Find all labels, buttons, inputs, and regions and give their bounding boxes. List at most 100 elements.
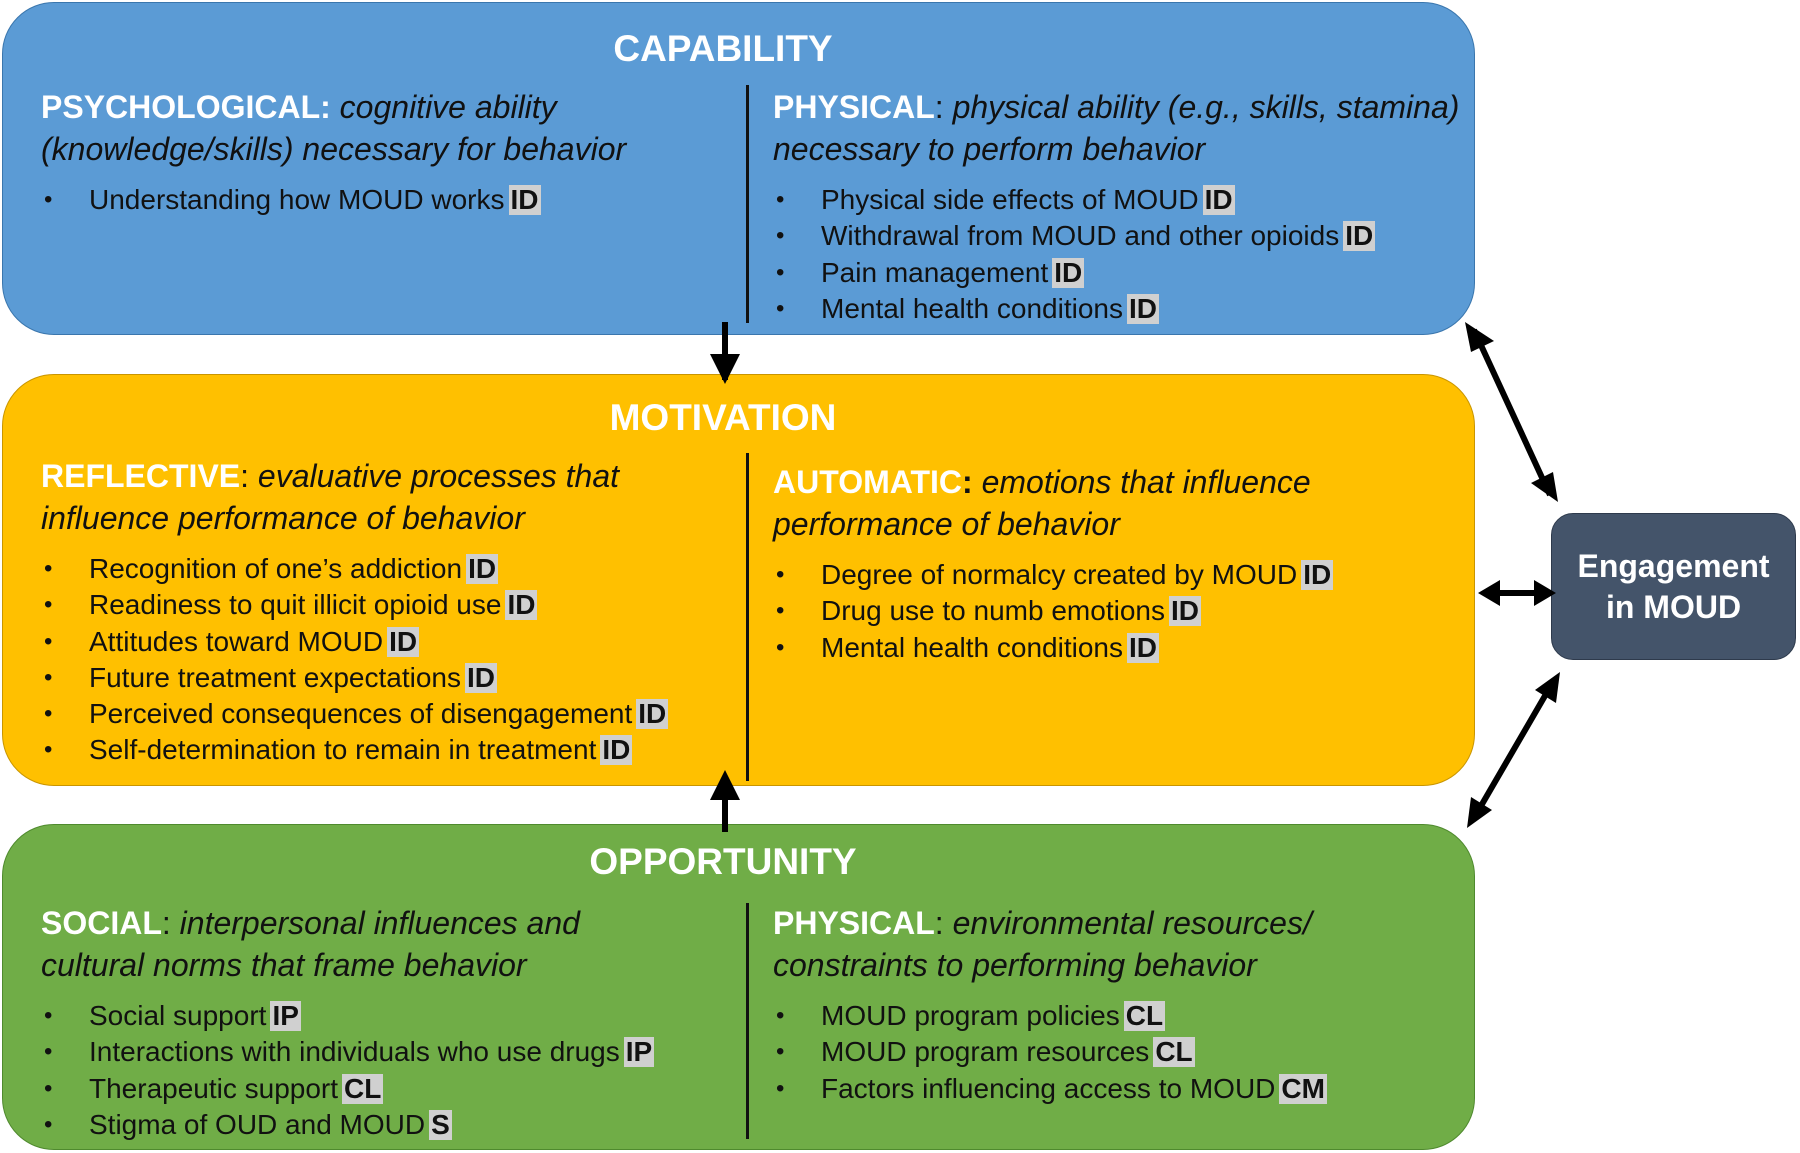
opportunity-physical: PHYSICAL: environmental resources/ const… [773,902,1393,1107]
capability-physical-list: Physical side effects of MOUDIDWithdrawa… [773,182,1473,327]
list-item-text: Interactions with individuals who use dr… [89,1036,620,1068]
list-item: Self-determination to remain in treatmen… [41,732,741,769]
arrow-opportunity-engagement-head-top [1535,672,1560,703]
opportunity-panel: OPPORTUNITY SOCIAL: interpersonal influe… [2,824,1475,1150]
list-item-text: Withdrawal from MOUD and other opioids [821,220,1340,252]
capability-panel: CAPABILITY PSYCHOLOGICAL: cognitive abil… [2,2,1475,335]
heading-description: emotions that influence performance of b… [773,464,1311,542]
code-tag: ID [1126,631,1159,663]
code-tag: ID [636,698,669,730]
list-item-text: Social support [89,1000,267,1031]
code-tag: ID [1126,292,1159,324]
capability-psychological: PSYCHOLOGICAL: cognitive ability (knowle… [41,86,741,219]
opportunity-physical-heading: PHYSICAL: environmental resources/ const… [773,902,1393,986]
motivation-divider [746,453,749,781]
arrow-capability-engagement-head-bottom [1531,472,1558,502]
list-item-text: Recognition of one’s addiction [89,553,463,584]
list-item-text: Perceived consequences of disengagement [89,698,633,730]
heading-colon: : [962,464,973,500]
code-tag: IP [270,1000,301,1031]
list-item: Interactions with individuals who use dr… [41,1034,681,1071]
capability-physical-heading: PHYSICAL: physical ability (e.g., skills… [773,86,1473,170]
list-item-text: Attitudes toward MOUD [89,625,384,657]
list-item-text: Physical side effects of MOUD [821,184,1199,215]
code-tag: ID [508,184,541,215]
capability-title: CAPABILITY [613,28,833,69]
heading-description: cognitive ability (knowledge/skills) nec… [41,89,627,167]
heading-description: interpersonal influences and cultural no… [41,905,580,983]
code-tag: CM [1279,1072,1327,1104]
list-item-text: Factors influencing access to MOUD [821,1072,1276,1104]
list-item-text: Self-determination to remain in treatmen… [89,734,597,766]
heading-colon: : [161,905,171,941]
heading-colon: : [240,458,250,494]
arrow-opportunity-engagement [1471,680,1556,820]
list-item-text: MOUD program policies [821,1000,1120,1031]
list-item-text: Drug use to numb emotions [821,595,1165,627]
heading-keyword: REFLECTIVE [41,458,241,494]
code-tag: S [429,1108,452,1140]
list-item-text: MOUD program resources [821,1036,1150,1068]
motivation-reflective: REFLECTIVE: evaluative processes that in… [41,455,741,769]
code-tag: ID [505,589,538,621]
code-tag: ID [1301,559,1334,590]
heading-keyword: PHYSICAL [773,905,935,941]
motivation-reflective-heading: REFLECTIVE: evaluative processes that in… [41,455,741,539]
motivation-reflective-list: Recognition of one’s addictionIDReadines… [41,551,741,769]
opportunity-social-heading: SOCIAL: interpersonal influences and cul… [41,902,681,986]
list-item-text: Degree of normalcy created by MOUD [821,559,1298,590]
capability-divider [746,85,749,323]
code-tag: ID [464,661,497,693]
code-tag: ID [387,625,420,657]
code-tag: CL [342,1072,384,1104]
code-tag: ID [600,734,633,766]
list-item-text: Pain management [821,256,1049,288]
list-item-text: Readiness to quit illicit opioid use [89,589,502,621]
opportunity-title: OPPORTUNITY [589,841,857,882]
arrow-capability-engagement [1471,328,1553,497]
code-tag: ID [1052,256,1085,288]
engagement-box: Engagement in MOUD [1551,513,1796,660]
heading-colon: : [934,905,944,941]
motivation-panel: MOTIVATION REFLECTIVE: evaluative proces… [2,374,1475,786]
opportunity-social-list: Social supportIPInteractions with indivi… [41,998,681,1143]
heading-keyword: SOCIAL [41,905,162,941]
motivation-automatic-heading: AUTOMATIC: emotions that influence perfo… [773,461,1373,545]
motivation-automatic: AUTOMATIC: emotions that influence perfo… [773,461,1373,666]
list-item: Perceived consequences of disengagementI… [41,696,741,733]
code-tag: IP [623,1036,655,1068]
list-item-text: Future treatment expectations [89,661,461,693]
heading-keyword: PSYCHOLOGICAL [41,89,321,125]
heading-description: environmental resources/ constraints to … [773,905,1312,983]
heading-colon: : [320,89,331,125]
motivation-title: MOTIVATION [609,397,837,438]
opportunity-social: SOCIAL: interpersonal influences and cul… [41,902,681,1143]
code-tag: CL [1123,1000,1166,1031]
heading-description: evaluative processes that influence perf… [41,458,619,536]
code-tag: ID [466,553,499,584]
opportunity-physical-list: MOUD program policiesCLMOUD program reso… [773,998,1393,1107]
code-tag: ID [1168,595,1201,627]
list-item-text: Therapeutic support [89,1072,339,1104]
capability-psychological-heading: PSYCHOLOGICAL: cognitive ability (knowle… [41,86,741,170]
list-item-text: Mental health conditions [821,292,1123,324]
capability-physical: PHYSICAL: physical ability (e.g., skills… [773,86,1473,327]
list-item-text: Stigma of OUD and MOUD [89,1108,426,1140]
arrow-opportunity-engagement-head-bottom [1467,797,1492,828]
engagement-line2: in MOUD [1605,588,1742,625]
